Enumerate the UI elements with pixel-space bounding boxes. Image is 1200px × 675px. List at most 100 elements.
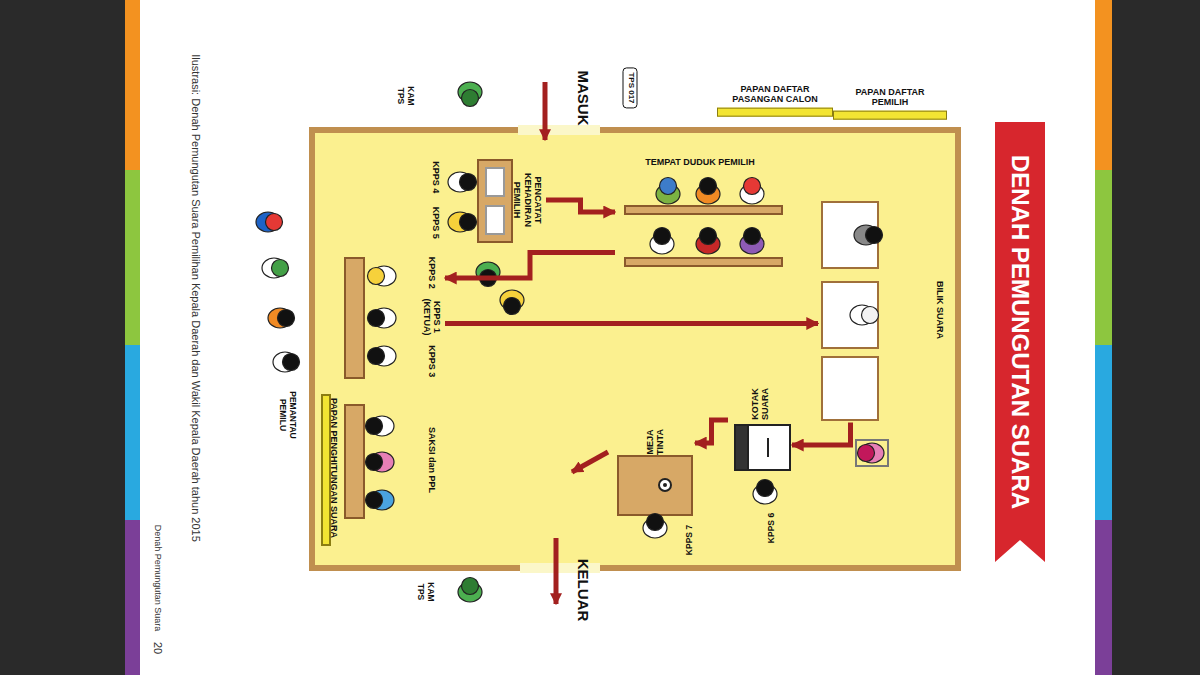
guard-label: KAM TPS: [415, 577, 435, 607]
flow-arrow: [695, 420, 728, 443]
person-head: [368, 268, 385, 285]
label-group: PAPAN DAFTAR PEMILIH: [833, 87, 947, 108]
side-stripe: [125, 345, 140, 520]
area-label: KPPS 1 (KETUA): [421, 295, 442, 339]
flow-arrow: [445, 253, 615, 278]
notice-board: PAPAN DAFTAR PEMILIH: [830, 84, 950, 123]
person-figure: [368, 308, 397, 328]
label-group: TEMPAT DUDUK PEMILIH: [618, 157, 782, 167]
person-head: [368, 348, 385, 365]
side-stripe: [125, 520, 140, 675]
person-figure: [368, 346, 397, 366]
person-figure: [476, 262, 500, 287]
label-group: PENCATAT KEHADIRAN PEMILIH: [512, 156, 543, 244]
wheelchair: [856, 440, 888, 466]
person-head: [757, 480, 774, 497]
registration-desk: PENCATAT KEHADIRAN PEMILIH KPPS 4KPPS 5: [428, 153, 546, 247]
label-group: KOTAK SUARA: [750, 383, 771, 425]
paper: [486, 168, 504, 196]
person-figure: [366, 452, 395, 472]
bench: [625, 258, 782, 266]
officer-label: KPPS 6: [767, 513, 777, 543]
label-group: TPS 017: [626, 72, 635, 103]
officer-label: KPPS 7: [685, 525, 695, 555]
entry-arrow: [543, 82, 548, 140]
person-figure: [850, 305, 879, 325]
side-stripe: [125, 170, 140, 345]
tally-board: [322, 395, 330, 545]
person-head: [647, 514, 664, 531]
area-label: PAPAN DAFTAR PEMILIH: [842, 87, 938, 108]
title-banner: [995, 122, 1045, 562]
person-figure: [262, 258, 289, 278]
person-head: [272, 260, 289, 277]
person-head: [366, 418, 383, 435]
flow-arrow: [792, 423, 851, 446]
label-group: BILIK SUARA: [935, 201, 945, 420]
person-figure: [268, 308, 295, 328]
ink-bottle: [659, 479, 671, 491]
person-figure: [256, 212, 283, 232]
officer-desk: KPPS 2 KPPS 1 (KETUA) KPPS 3: [345, 252, 445, 382]
observer-label: PEMANTAU PEMILU: [277, 384, 297, 446]
ballot-box-area: KOTAK SUARA: [728, 380, 792, 480]
person-head: [368, 310, 385, 327]
voting-booth: [822, 357, 878, 420]
person-head: [660, 178, 677, 195]
person-figure: [656, 178, 680, 205]
person-figure: [854, 225, 883, 245]
area-label: SAKSI dan PPL: [427, 427, 437, 493]
flow-arrow: [546, 200, 615, 212]
voting-booths: BILIK SUARA: [818, 198, 948, 423]
person-head: [462, 90, 479, 107]
room-floor: [312, 130, 958, 568]
ink-table-area: MEJA TINTA: [615, 418, 695, 518]
person-figure: [366, 490, 395, 510]
flow-arrow: [572, 452, 608, 472]
caption: Ilustrasi: Denah Pemungutan Suara Pemili…: [190, 54, 203, 542]
person-head: [866, 227, 883, 244]
page-sheet: [140, 0, 1095, 675]
desk: [478, 160, 512, 242]
footer-text: Denah Pemungutan Suara: [153, 525, 163, 632]
ink-bottle: [663, 483, 667, 487]
area-label: BILIK SUARA: [935, 281, 945, 339]
ballot-box: [735, 425, 790, 470]
desk: [345, 405, 364, 518]
person-head: [744, 228, 761, 245]
voter-seating: TEMPAT DUDUK PEMILIH: [615, 154, 785, 270]
side-stripe: [1095, 345, 1112, 520]
person-figure: [500, 290, 524, 315]
page-number: 20: [152, 642, 165, 654]
person-head: [862, 307, 879, 324]
person-figure: [740, 228, 764, 255]
area-label: TEMPAT DUDUK PEMILIH: [645, 157, 755, 167]
person-figure: [753, 480, 777, 505]
area-label: KPPS 4: [431, 161, 441, 193]
paper: [486, 206, 504, 234]
person-head: [700, 178, 717, 195]
area-label: KPPS 3: [426, 345, 436, 377]
label-group: PAPAN PENGHITUNGAN SUARA: [329, 394, 339, 543]
person-head: [366, 454, 383, 471]
person-figure: [740, 178, 764, 205]
person-figure: [458, 578, 482, 603]
person-figure: [448, 212, 477, 232]
desk: [345, 258, 364, 378]
side-stripe: [1095, 0, 1112, 170]
area-label: PAPAN DAFTAR PASANGAN CALON: [725, 84, 825, 105]
board-bar: [833, 110, 947, 119]
person-head: [366, 492, 383, 509]
witness-desk: SAKSI dan PPL: [352, 398, 440, 523]
person-head: [654, 228, 671, 245]
person-figure: [650, 228, 674, 255]
person-head: [504, 298, 521, 315]
person-head: [462, 578, 479, 595]
person-figure: [458, 82, 482, 107]
area-label: KPPS 2: [426, 257, 436, 289]
person-head: [460, 214, 477, 231]
exit-label: KELUAR: [574, 559, 591, 622]
label-group: KPPS 4KPPS 5: [431, 156, 441, 244]
